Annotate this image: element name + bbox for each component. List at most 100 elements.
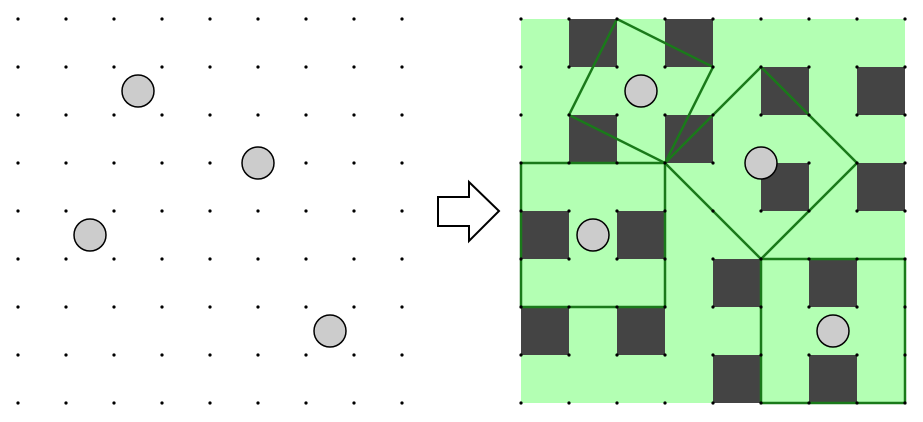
grid-dot xyxy=(400,65,404,69)
grid-dot xyxy=(567,209,571,213)
grid-dot xyxy=(400,209,404,213)
grid-dot xyxy=(759,65,763,69)
grid-dot xyxy=(903,353,907,357)
grid-dot xyxy=(663,161,667,165)
grid-dot xyxy=(112,209,116,213)
grid-dot xyxy=(903,305,907,309)
grid-dot xyxy=(304,161,308,165)
grid-dot xyxy=(615,401,619,405)
grid-dot xyxy=(160,257,164,261)
grid-dot xyxy=(711,113,715,117)
grid-dot xyxy=(519,305,523,309)
grid-dot xyxy=(16,65,20,69)
grid-dot xyxy=(112,161,116,165)
grid-dot xyxy=(567,65,571,69)
grid-dot xyxy=(208,401,212,405)
grid-dot xyxy=(64,65,68,69)
grid-dot xyxy=(567,401,571,405)
grid-dot xyxy=(16,161,20,165)
grid-dot xyxy=(208,209,212,213)
grid-dot xyxy=(615,113,619,117)
grid-dot xyxy=(903,17,907,21)
grid-dot xyxy=(352,17,356,21)
grid-dot xyxy=(711,161,715,165)
grid-dot xyxy=(64,257,68,261)
dark-cell xyxy=(857,67,905,115)
grid-dot xyxy=(519,257,523,261)
dark-cell xyxy=(857,163,905,211)
grid-dot xyxy=(112,113,116,117)
grid-dot xyxy=(112,305,116,309)
grid-dot xyxy=(400,161,404,165)
grid-dot xyxy=(759,17,763,21)
grid-dot xyxy=(304,113,308,117)
grid-dot xyxy=(352,401,356,405)
grid-dot xyxy=(807,305,811,309)
grid-dot xyxy=(112,17,116,21)
grid-dot xyxy=(807,113,811,117)
grid-dot xyxy=(855,257,859,261)
grid-dot xyxy=(711,257,715,261)
grid-dot xyxy=(567,305,571,309)
grid-dot xyxy=(64,113,68,117)
grid-dot xyxy=(903,65,907,69)
grid-dot xyxy=(855,353,859,357)
grid-dot xyxy=(208,353,212,357)
grid-dot xyxy=(663,209,667,213)
grid-dot xyxy=(208,161,212,165)
grid-dot xyxy=(567,17,571,21)
grid-dot xyxy=(759,353,763,357)
grid-dot xyxy=(519,113,523,117)
grid-dot xyxy=(663,305,667,309)
grid-dot xyxy=(304,401,308,405)
grid-dot xyxy=(855,17,859,21)
grid-dot xyxy=(663,65,667,69)
grid-dot xyxy=(759,257,763,261)
grid-dot xyxy=(256,401,260,405)
grid-dot xyxy=(304,305,308,309)
dark-cell xyxy=(521,307,569,355)
grid-dot xyxy=(519,401,523,405)
grid-dot xyxy=(256,305,260,309)
grid-dot xyxy=(16,353,20,357)
grid-dot xyxy=(807,209,811,213)
grid-dot xyxy=(256,353,260,357)
grid-dot xyxy=(256,209,260,213)
grid-dot xyxy=(208,17,212,21)
grid-dot xyxy=(711,401,715,405)
dark-cell xyxy=(713,259,761,307)
grid-dot xyxy=(903,257,907,261)
grid-dot xyxy=(711,65,715,69)
grid-dot xyxy=(567,161,571,165)
puzzle-panel xyxy=(16,17,404,405)
grid-dot xyxy=(160,17,164,21)
grid-dot xyxy=(400,401,404,405)
grid-dot xyxy=(64,401,68,405)
grid-dot xyxy=(807,161,811,165)
clue-circle xyxy=(313,314,347,348)
grid-dot xyxy=(16,113,20,117)
grid-dot xyxy=(807,17,811,21)
grid-dot xyxy=(663,353,667,357)
grid-dot xyxy=(903,209,907,213)
dark-cell xyxy=(569,115,617,163)
grid-dot xyxy=(16,305,20,309)
grid-dot xyxy=(855,401,859,405)
dark-cell xyxy=(809,355,857,403)
grid-dot xyxy=(855,305,859,309)
grid-dot xyxy=(759,305,763,309)
grid-dot xyxy=(855,113,859,117)
grid-dot xyxy=(711,17,715,21)
grid-dot xyxy=(807,65,811,69)
grid-dot xyxy=(16,17,20,21)
grid-dot xyxy=(855,209,859,213)
grid-dot xyxy=(352,161,356,165)
grid-dot xyxy=(304,209,308,213)
clue-circle xyxy=(576,218,610,252)
grid-dot xyxy=(400,353,404,357)
grid-dot xyxy=(855,161,859,165)
grid-dot xyxy=(759,113,763,117)
grid-dot xyxy=(160,161,164,165)
grid-dot xyxy=(759,401,763,405)
